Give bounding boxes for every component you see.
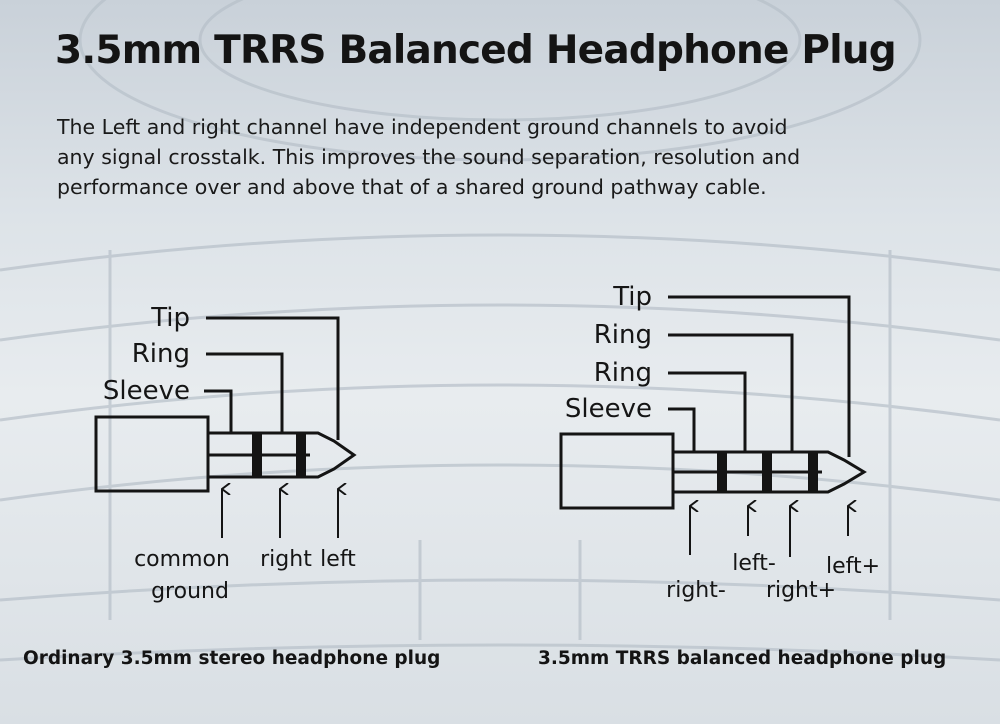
pin-label-tip: Tip — [150, 303, 190, 333]
signal-label-right-minus: right- — [666, 578, 726, 603]
signal-label-common: common — [134, 547, 230, 572]
trs-plug-body — [94, 415, 357, 493]
plug-handle — [559, 432, 675, 510]
pin-label-ring: Ring — [594, 320, 652, 350]
description-line: any signal crosstalk. This improves the … — [57, 145, 801, 169]
description-line: The Left and right channel have independ… — [57, 115, 788, 139]
signal-label-left-plus: left+ — [826, 554, 880, 579]
signal-label-ground: ground — [151, 579, 229, 604]
signal-label-left: left — [320, 547, 356, 572]
pin-label-sleeve: Sleeve — [565, 394, 652, 424]
plug-shaft — [673, 450, 867, 494]
signal-arrows — [689, 506, 848, 557]
description-line: performance over and above that of a sha… — [57, 175, 767, 199]
pin-label-sleeve: Sleeve — [103, 376, 190, 406]
pin-label-ring: Ring — [594, 358, 652, 388]
signal-label-left-minus: left- — [732, 551, 776, 576]
insulator-band — [762, 453, 772, 491]
page-title: 3.5mm TRRS Balanced Headphone Plug — [55, 28, 897, 73]
signal-label-right: right — [260, 547, 312, 572]
caption-stereo-plug: Ordinary 3.5mm stereo headphone plug — [23, 648, 441, 669]
insulator-band — [296, 434, 306, 477]
plug-handle — [94, 415, 210, 493]
pin-label-ring: Ring — [132, 339, 190, 369]
pin-leader-lines — [668, 295, 851, 457]
caption-balanced-plug: 3.5mm TRRS balanced headphone plug — [538, 648, 947, 669]
trrs-plug: Tip Ring Ring Sleeve right- left- right+… — [559, 282, 880, 603]
pin-leader-lines — [204, 316, 340, 440]
plug-shaft — [208, 431, 357, 479]
insulator-band — [808, 453, 818, 491]
description: The Left and right channel have independ… — [57, 112, 957, 202]
signal-label-right-plus: right+ — [766, 578, 836, 603]
trs-plug: Tip Ring Sleeve common ground right left — [94, 303, 357, 604]
insulator-band — [252, 434, 262, 477]
pin-label-tip: Tip — [612, 282, 652, 312]
insulator-band — [717, 453, 727, 491]
trrs-plug-body — [559, 432, 867, 510]
signal-arrows — [221, 489, 338, 538]
